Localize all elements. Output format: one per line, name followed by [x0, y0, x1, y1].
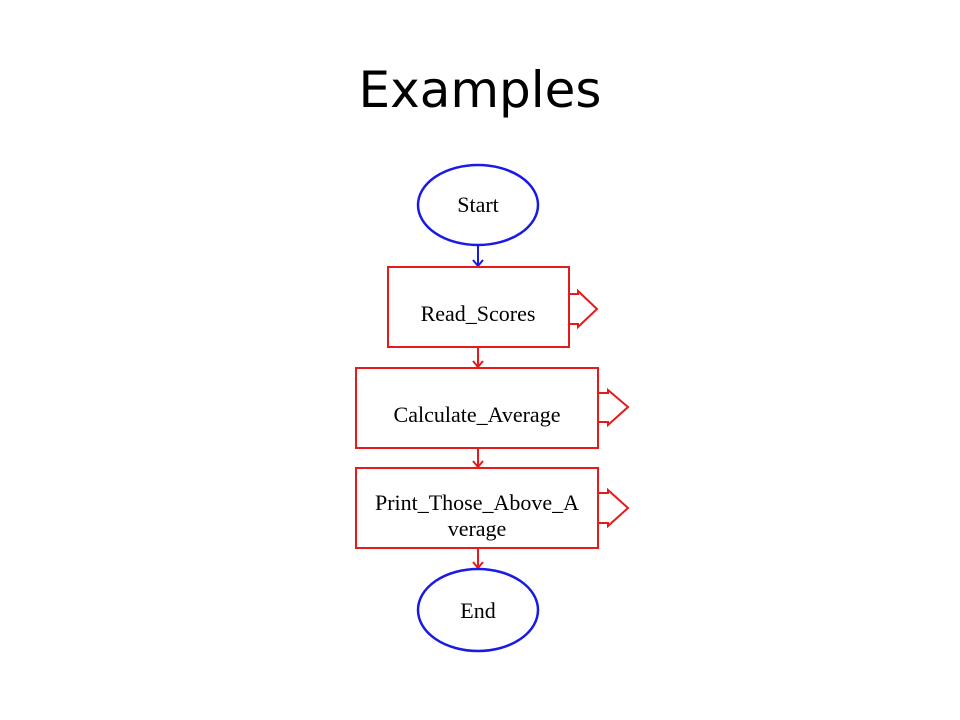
end-ellipse	[416, 567, 540, 653]
slide-title: Examples	[358, 61, 602, 119]
expand-arrow-icon	[568, 288, 599, 330]
process-label-calculate-average: Calculate_Average	[394, 402, 561, 427]
expand-arrow-icon	[597, 387, 630, 428]
process-box-print-those-above-average	[355, 467, 599, 549]
process-label-print-line-2: verage	[448, 516, 507, 541]
end-label: End	[460, 598, 495, 623]
process-print-those-above-average: Print_Those_Above_A verage	[355, 467, 599, 549]
end-node: End	[416, 567, 540, 653]
process-read-scores: Read_Scores	[387, 266, 570, 348]
start-ellipse	[416, 163, 540, 247]
expand-arrow-icon	[597, 487, 630, 529]
process-label-print-line-1: Print_Those_Above_A	[375, 490, 579, 515]
start-label: Start	[457, 192, 499, 217]
start-node: Start	[416, 163, 540, 247]
process-label-read-scores: Read_Scores	[421, 301, 536, 326]
process-calculate-average: Calculate_Average	[355, 367, 599, 449]
